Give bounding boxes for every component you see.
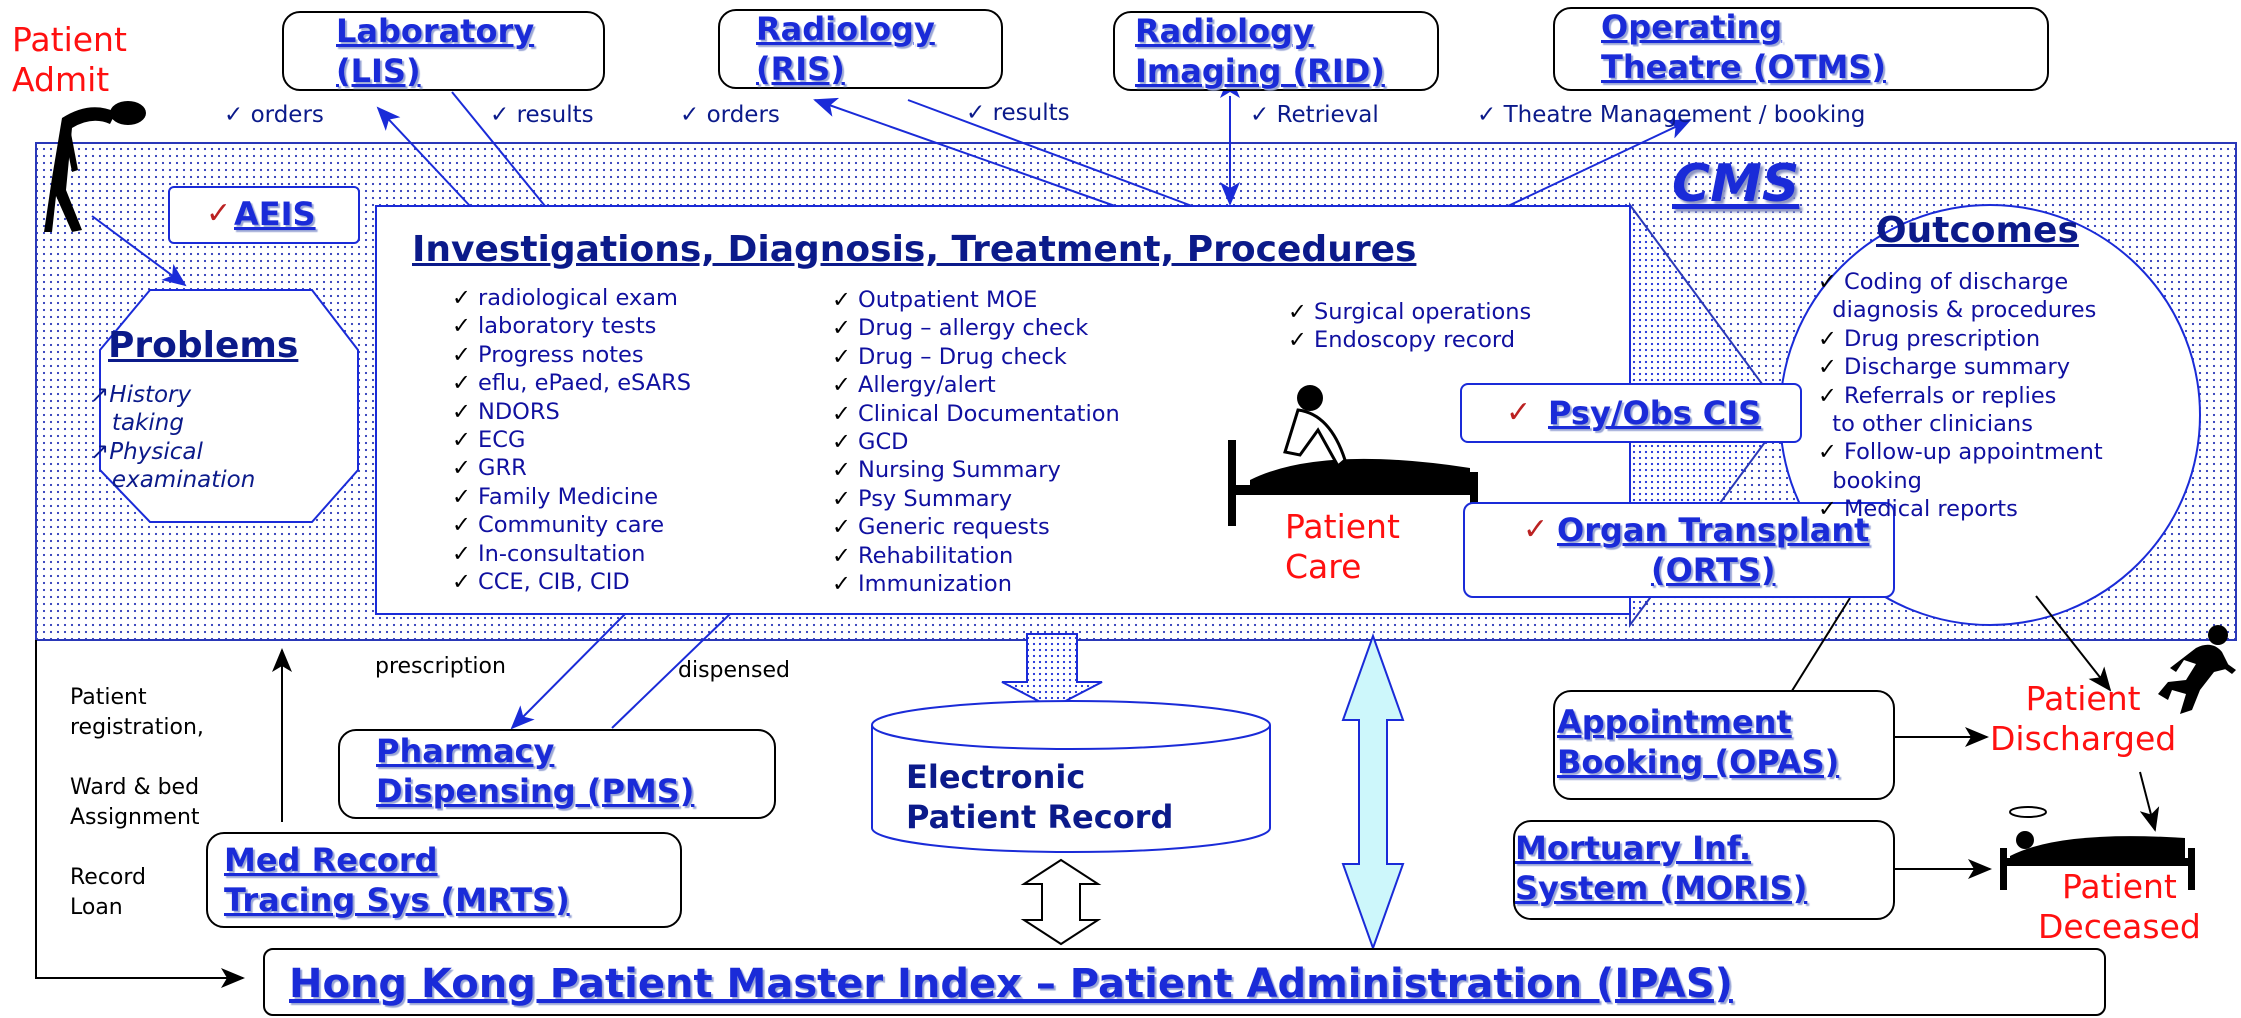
ipas-system-label[interactable]: Hong Kong Patient Master Index – Patient… bbox=[289, 961, 1733, 1007]
patient-care-figure bbox=[1228, 385, 1478, 526]
opas-system-box[interactable]: Appointment Booking (OPAS) bbox=[1553, 690, 1895, 800]
otms-booking-label: ✓ Theatre Management / booking bbox=[1477, 102, 1866, 128]
problems-item-history: ↗History taking bbox=[90, 382, 192, 436]
lis-orders-label: ✓ orders bbox=[224, 102, 324, 128]
patient-admit-figure bbox=[44, 101, 146, 232]
main-col2-item: Drug – allergy check bbox=[832, 314, 1120, 342]
main-title: Investigations, Diagnosis, Treatment, Pr… bbox=[412, 229, 1417, 270]
moris-system-box[interactable]: Mortuary Inf. System (MORIS) bbox=[1513, 820, 1895, 920]
epr-ipas-arrow bbox=[1020, 858, 1102, 946]
main-col3-item: Surgical operations bbox=[1288, 298, 1531, 326]
orts-label[interactable]: Organ Transplant (ORTS) bbox=[1557, 511, 1870, 589]
outcomes-item: Medical reports bbox=[1818, 495, 2103, 523]
main-col1-item: Family Medicine bbox=[452, 483, 691, 511]
psy-obs-check-icon: ✓ bbox=[1506, 395, 1532, 430]
problems-item-physical: ↗Physical examination bbox=[90, 439, 256, 493]
main-col1-item: Community care bbox=[452, 511, 691, 539]
main-col2-item: Psy Summary bbox=[832, 485, 1120, 513]
registration-notes: Patient registration, Ward & bed Assignm… bbox=[70, 685, 204, 920]
main-col2-item: Clinical Documentation bbox=[832, 400, 1120, 428]
psy-obs-cis-box[interactable]: ✓ Psy/Obs CIS bbox=[1460, 383, 1802, 443]
cms-ipas-arrow bbox=[1341, 633, 1405, 951]
rid-system-box[interactable]: Radiology Imaging (RID) bbox=[1113, 11, 1439, 91]
ris-system-label[interactable]: Radiology (RIS) bbox=[756, 10, 935, 88]
main-col1-item: laboratory tests bbox=[452, 312, 691, 340]
ris-orders-label: ✓ orders bbox=[680, 102, 780, 128]
patient-care-label: Patient Care bbox=[1285, 507, 1400, 586]
dispensed-label: dispensed bbox=[678, 658, 790, 683]
outcomes-title: Outcomes bbox=[1876, 210, 2079, 251]
outcomes-item: Referrals or replies to other clinicians bbox=[1818, 382, 2103, 439]
aeis-label[interactable]: AEIS bbox=[234, 195, 316, 233]
main-col3-item: Endoscopy record bbox=[1288, 326, 1531, 354]
main-col1-item: CCE, CIB, CID bbox=[452, 568, 691, 596]
main-col1-item: GRR bbox=[452, 454, 691, 482]
lis-system-box[interactable]: Laboratory (LIS) bbox=[282, 11, 605, 91]
epr-cylinder bbox=[871, 700, 1271, 853]
main-col1-item: ECG bbox=[452, 426, 691, 454]
patient-deceased-figure bbox=[2000, 806, 2195, 890]
main-col1-item: In-consultation bbox=[452, 540, 691, 568]
epr-label: Electronic Patient Record bbox=[906, 758, 1174, 836]
pms-system-label[interactable]: Pharmacy Dispensing (PMS) bbox=[376, 732, 695, 810]
main-col2-item: Rehabilitation bbox=[832, 542, 1120, 570]
main-col1-item: radiological exam bbox=[452, 284, 691, 312]
patient-admit-label: Patient Admit bbox=[12, 20, 127, 99]
ris-results-label: ✓ results bbox=[966, 100, 1070, 126]
cms-to-epr-arrow bbox=[1001, 633, 1103, 710]
patient-discharged-label: Patient Discharged bbox=[1990, 679, 2177, 758]
outcomes-item: Coding of discharge diagnosis & procedur… bbox=[1818, 268, 2103, 325]
rid-system-label[interactable]: Radiology Imaging (RID) bbox=[1135, 12, 1385, 90]
patient-deceased-label: Patient Deceased bbox=[2038, 867, 2201, 946]
outcomes-item: Drug prescription bbox=[1818, 325, 2103, 353]
ris-system-box[interactable]: Radiology (RIS) bbox=[718, 9, 1003, 89]
lis-system-label[interactable]: Laboratory (LIS) bbox=[336, 12, 535, 90]
otms-system-box[interactable]: Operating Theatre (OTMS) bbox=[1553, 7, 2049, 91]
main-col2-item: Generic requests bbox=[832, 513, 1120, 541]
moris-system-label[interactable]: Mortuary Inf. System (MORIS) bbox=[1515, 829, 1808, 907]
patient-discharged-figure bbox=[2158, 625, 2236, 714]
main-col2-item: Allergy/alert bbox=[832, 371, 1120, 399]
main-col2-item: Drug – Drug check bbox=[832, 343, 1120, 371]
otms-system-label[interactable]: Operating Theatre (OTMS) bbox=[1601, 8, 1886, 86]
problems-octagon bbox=[99, 289, 359, 523]
outcomes-item: Discharge summary bbox=[1818, 353, 2103, 381]
rid-retrieval-label: ✓ Retrieval bbox=[1250, 102, 1379, 128]
outcomes-item: Follow-up appointment booking bbox=[1818, 438, 2102, 495]
ipas-system-box[interactable]: Hong Kong Patient Master Index – Patient… bbox=[263, 948, 2106, 1016]
pms-system-box[interactable]: Pharmacy Dispensing (PMS) bbox=[338, 729, 776, 819]
prescription-label: prescription bbox=[375, 654, 506, 679]
main-col2-item: GCD bbox=[832, 428, 1120, 456]
orts-check-icon: ✓ bbox=[1523, 512, 1549, 547]
main-col1-item: eflu, ePaed, eSARS bbox=[452, 369, 691, 397]
aeis-box[interactable]: ✓ AEIS bbox=[168, 186, 360, 244]
main-col2-item: Immunization bbox=[832, 570, 1120, 598]
opas-system-label[interactable]: Appointment Booking (OPAS) bbox=[1557, 703, 1840, 781]
main-col1-item: NDORS bbox=[452, 398, 691, 426]
lis-results-label: ✓ results bbox=[490, 102, 594, 128]
cms-title: CMS bbox=[1672, 154, 1800, 214]
main-list-col3: Surgical operationsEndoscopy record bbox=[1288, 298, 1531, 355]
main-col2-item: Nursing Summary bbox=[832, 456, 1120, 484]
mrts-system-box[interactable]: Med Record Tracing Sys (MRTS) bbox=[206, 832, 682, 928]
main-list-col2: Outpatient MOEDrug – allergy checkDrug –… bbox=[832, 286, 1120, 598]
mrts-system-label[interactable]: Med Record Tracing Sys (MRTS) bbox=[224, 841, 570, 919]
main-col1-item: Progress notes bbox=[452, 341, 691, 369]
main-list-col1: radiological examlaboratory testsProgres… bbox=[452, 284, 691, 596]
outcomes-list: Coding of discharge diagnosis & procedur… bbox=[1818, 268, 2103, 524]
aeis-check-icon: ✓ bbox=[206, 196, 232, 231]
problems-title: Problems bbox=[108, 325, 299, 366]
main-col2-item: Outpatient MOE bbox=[832, 286, 1120, 314]
psy-obs-cis-label[interactable]: Psy/Obs CIS bbox=[1548, 394, 1762, 432]
